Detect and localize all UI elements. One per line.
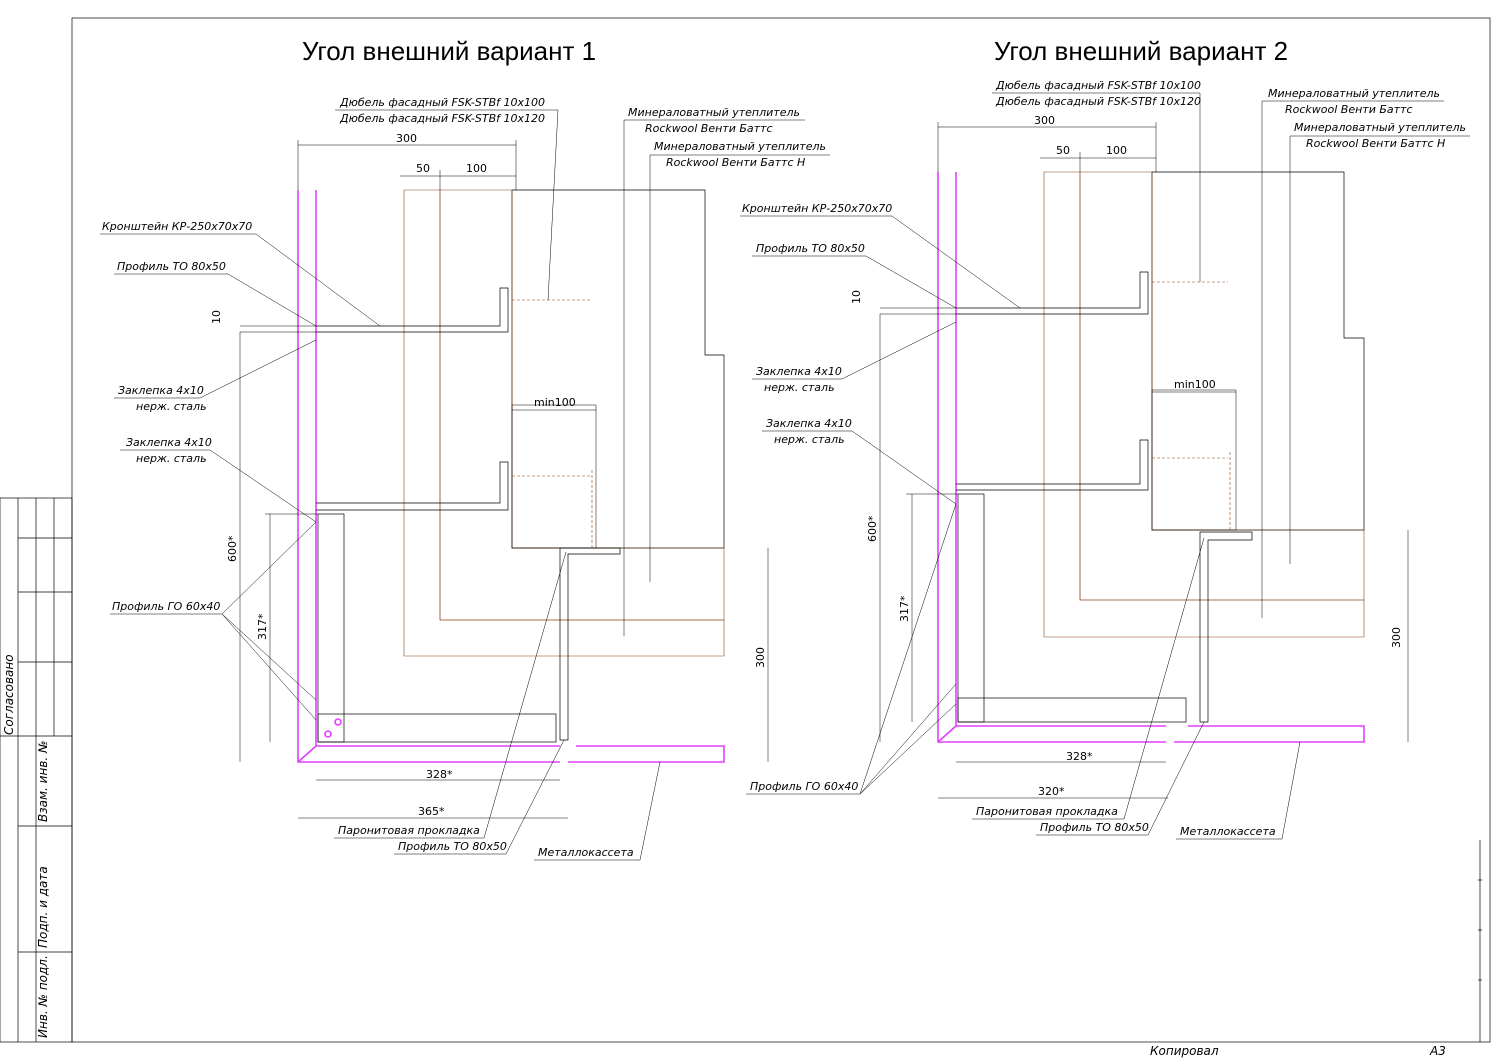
v1-label-rivet1-1: Заклепка 4x10 xyxy=(118,384,204,397)
v2-label-rivet2-2: нерж. сталь xyxy=(774,433,845,446)
v2-dim-300: 300 xyxy=(1034,114,1055,127)
variant-1: Угол внешний вариант 1 300 50 100 xyxy=(100,36,830,861)
v2-label-profile-go: Профиль ГО 60x40 xyxy=(750,780,858,793)
v1-label-profile-to-b: Профиль ТО 80x50 xyxy=(398,840,507,853)
v2-cladding-right xyxy=(1174,725,1365,743)
v1-cladding-right xyxy=(568,745,725,763)
frame-label-agreed: Согласовано xyxy=(2,654,16,735)
v2-label-profile-to-b: Профиль ТО 80x50 xyxy=(1040,821,1149,834)
v1-label-wool-b-1: Минераловатный утеплитель xyxy=(654,140,826,153)
v2-cladding-left xyxy=(937,172,1166,743)
v2-cladding-inner xyxy=(955,172,1166,727)
v2-label-dowel-a: Дюбель фасадный FSK-STBf 10x100 xyxy=(995,79,1201,92)
v1-label-bracket: Кронштейн КР-250x70x70 xyxy=(102,220,252,233)
v1-label-rivet1-2: нерж. сталь xyxy=(136,400,207,413)
v2-dim-317: 317* xyxy=(898,595,911,622)
v1-label-wool-a-1: Минераловатный утеплитель xyxy=(628,106,800,119)
v1-label-profile-go: Профиль ГО 60x40 xyxy=(112,600,220,613)
variant2-title: Угол внешний вариант 2 xyxy=(994,36,1288,66)
v2-profile-go xyxy=(957,493,985,723)
v1-label-wool-a-2: Rockwool Венти Баттс xyxy=(645,122,773,135)
v1-insulation-inner xyxy=(439,189,725,621)
v2-label-profile-to: Профиль ТО 80x50 xyxy=(756,242,865,255)
frame-copied: Копировал xyxy=(1150,1044,1219,1058)
v1-bracket-mid xyxy=(316,461,509,511)
frame-label-sign-date: Подп. и дата xyxy=(36,866,50,948)
v2-dim-300-vertical: 300 xyxy=(1390,627,1403,648)
v2-concrete-notch xyxy=(1151,389,1237,531)
v1-label-dowel-b: Дюбель фасадный FSK-STBf 10x120 xyxy=(339,112,545,125)
v2-label-wool-a-1: Минераловатный утеплитель xyxy=(1268,87,1440,100)
v1-profile-go-bottom xyxy=(317,713,557,743)
v2-dim-min100: min100 xyxy=(1174,378,1216,391)
v2-label-bracket: Кронштейн КР-250x70x70 xyxy=(742,202,892,215)
v2-dim-50: 50 xyxy=(1056,144,1070,157)
v2-label-dowel-b: Дюбель фасадный FSK-STBf 10x120 xyxy=(995,95,1201,108)
v1-label-profile-to: Профиль ТО 80x50 xyxy=(117,260,226,273)
frame: Согласовано Взам. инв. № Подп. и дата Ин… xyxy=(0,17,1491,1058)
v2-label-rivet2-1: Заклепка 4x10 xyxy=(766,417,852,430)
v2-bracket-top xyxy=(956,271,1149,315)
v1-insulation-outer xyxy=(403,189,725,657)
v2-label-wool-a-2: Rockwool Венти Баттс xyxy=(1285,103,1413,116)
v2-concrete-wall xyxy=(1151,171,1365,531)
v1-dim-365: 365* xyxy=(418,805,445,818)
v1-dim-300-vertical: 300 xyxy=(754,647,767,668)
v1-dim-10: 10 xyxy=(210,310,223,324)
v1-dim-min100: min100 xyxy=(534,396,576,409)
frame-label-inv-orig: Инв. № подл. xyxy=(36,955,50,1038)
v1-cladding-left xyxy=(297,190,560,763)
v2-label-wool-b-1: Минераловатный утеплитель xyxy=(1294,121,1466,134)
v1-dim-328: 328* xyxy=(426,768,453,781)
v2-dim-100: 100 xyxy=(1106,144,1127,157)
variant-2: Угол внешний вариант 2 300 50 100 10 600… xyxy=(740,36,1470,840)
v1-label-rivet2-2: нерж. сталь xyxy=(136,452,207,465)
v2-profile-go-bottom xyxy=(957,697,1187,723)
v2-profile-to xyxy=(1199,531,1253,723)
v2-insulation-outer xyxy=(1043,171,1365,638)
v1-dim-50: 50 xyxy=(416,162,430,175)
v2-dim-600: 600* xyxy=(866,515,879,542)
v2-label-wool-b-2: Rockwool Венти Баттс Н xyxy=(1306,137,1445,150)
v2-bracket-mid xyxy=(956,439,1149,491)
v2-dim-328: 328* xyxy=(1066,750,1093,763)
v1-concrete-wall xyxy=(511,189,725,549)
v1-bracket-top xyxy=(316,287,509,333)
v1-dim-317: 317* xyxy=(256,613,269,640)
frame-format: А3 xyxy=(1429,1044,1446,1058)
v2-label-cassette: Металлокассета xyxy=(1180,825,1276,838)
v1-cladding-inner xyxy=(315,190,560,747)
v1-dim-100: 100 xyxy=(466,162,487,175)
v1-label-rivet2-1: Заклепка 4x10 xyxy=(126,436,212,449)
v1-label-cassette: Металлокассета xyxy=(538,846,634,859)
v2-dim-10: 10 xyxy=(850,290,863,304)
frame-label-replace-inv: Взам. инв. № xyxy=(36,741,50,822)
v1-profile-go xyxy=(317,513,345,743)
v2-label-rivet1-1: Заклепка 4x10 xyxy=(756,365,842,378)
v1-profile-to xyxy=(559,547,621,741)
v1-dim-300: 300 xyxy=(396,132,417,145)
v2-insulation-inner xyxy=(1079,171,1365,601)
v1-dim-600: 600* xyxy=(226,535,239,562)
v1-label-dowel-a: Дюбель фасадный FSK-STBf 10x100 xyxy=(339,96,545,109)
v2-label-gasket: Паронитовая прокладка xyxy=(976,805,1118,818)
v1-label-gasket: Паронитовая прокладка xyxy=(338,824,480,837)
v1-concrete-notch xyxy=(511,404,597,549)
v2-label-rivet1-2: нерж. сталь xyxy=(764,381,835,394)
v2-dim-320: 320* xyxy=(1038,785,1065,798)
variant1-title: Угол внешний вариант 1 xyxy=(302,36,596,66)
v1-label-wool-b-2: Rockwool Венти Баттс Н xyxy=(666,156,805,169)
